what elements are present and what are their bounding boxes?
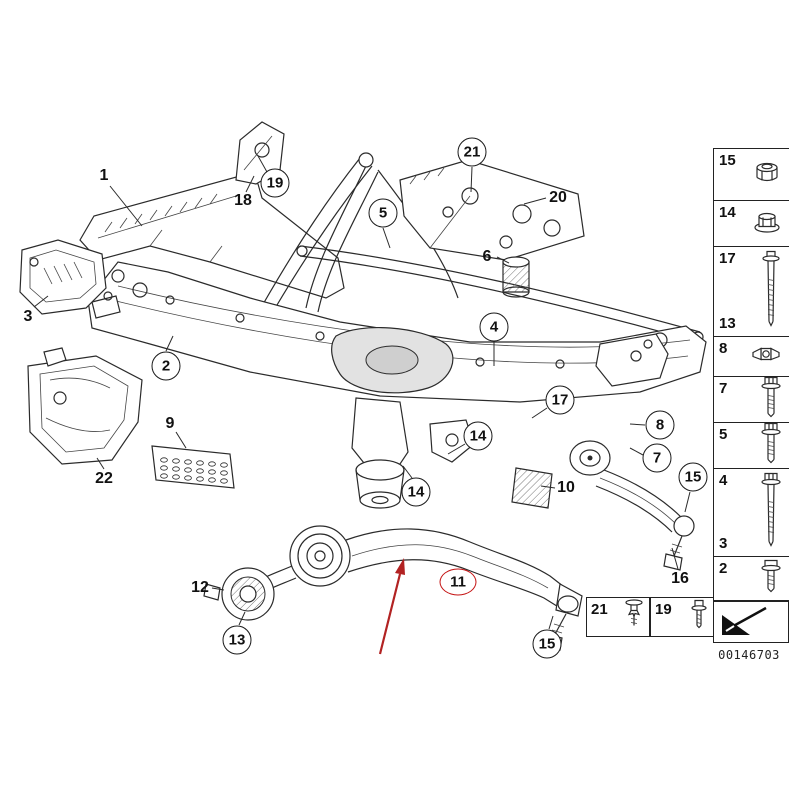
callout-14: 14 bbox=[463, 421, 493, 451]
fastener-number: 2 bbox=[719, 560, 728, 577]
callout-3: 3 bbox=[23, 308, 33, 325]
direction-arrow-icon bbox=[722, 606, 767, 635]
flange-nut-icon bbox=[752, 208, 782, 239]
fastener-number: 17 bbox=[719, 250, 736, 267]
fastener-number: 7 bbox=[719, 380, 728, 397]
fastener-number: 19 bbox=[655, 601, 672, 618]
fastener-row-15: 15 bbox=[714, 149, 789, 201]
hydro-bushing bbox=[203, 567, 275, 621]
axle-carrier bbox=[87, 261, 707, 403]
callout-22: 22 bbox=[95, 470, 113, 487]
center-mount bbox=[351, 397, 475, 509]
callout-10: 10 bbox=[557, 479, 575, 496]
heat-shield bbox=[27, 347, 143, 465]
reinforcement-plate bbox=[399, 159, 585, 261]
flange-bolt-icon bbox=[691, 599, 707, 636]
callout-7: 7 bbox=[642, 443, 672, 473]
callout-15: 15 bbox=[678, 462, 708, 492]
fastener-number: 4 bbox=[719, 472, 728, 489]
ribbed-block bbox=[151, 445, 235, 489]
fastener-table: 15 14 17 13 8 7 bbox=[713, 148, 789, 643]
expansion-rivet-icon bbox=[625, 599, 643, 636]
direction-arrow-box bbox=[714, 601, 789, 643]
callout-21: 21 bbox=[457, 137, 487, 167]
fastener-row-4-3: 4 3 bbox=[714, 469, 789, 557]
fastener-number: 8 bbox=[719, 340, 728, 357]
stop-buffer bbox=[511, 467, 553, 509]
callout-17: 17 bbox=[545, 385, 575, 415]
mount-cylinder bbox=[502, 256, 530, 298]
callout-12: 12 bbox=[191, 579, 209, 596]
cage-clip-icon bbox=[750, 343, 782, 370]
highlight-arrow bbox=[378, 558, 405, 655]
legend-box-21: 21 bbox=[586, 597, 650, 637]
callout-13: 13 bbox=[222, 625, 252, 655]
hex-bolt-icon bbox=[760, 375, 782, 424]
long-torx-bolt-icon bbox=[760, 249, 782, 334]
callout-1: 1 bbox=[99, 167, 109, 184]
callout-9: 9 bbox=[165, 415, 175, 432]
frame-rail bbox=[79, 175, 345, 299]
callout-11-highlighted: 11 bbox=[439, 568, 477, 596]
callout-15b: 15 bbox=[532, 629, 562, 659]
fastener-number: 21 bbox=[591, 601, 608, 618]
fastener-row-14: 14 bbox=[714, 201, 789, 247]
fastener-row-17-13: 17 13 bbox=[714, 247, 789, 337]
callout-20: 20 bbox=[549, 189, 567, 206]
callout-5: 5 bbox=[368, 198, 398, 228]
fastener-row-2: 2 bbox=[714, 557, 789, 601]
callout-14b: 14 bbox=[401, 477, 431, 507]
diagram-code: 00146703 bbox=[718, 648, 780, 662]
short-bolt-icon bbox=[760, 558, 782, 599]
fastener-number: 5 bbox=[719, 426, 728, 443]
callout-19: 19 bbox=[260, 168, 290, 198]
callout-8: 8 bbox=[645, 410, 675, 440]
callout-16: 16 bbox=[671, 570, 689, 587]
callout-4: 4 bbox=[479, 312, 509, 342]
long-bolt-icon bbox=[760, 471, 782, 554]
fastener-number: 14 bbox=[719, 204, 736, 221]
tension-strut bbox=[569, 440, 695, 571]
callout-18: 18 bbox=[234, 192, 252, 209]
fastener-number: 15 bbox=[719, 152, 736, 169]
callout-2: 2 bbox=[151, 351, 181, 381]
fastener-row-5: 5 bbox=[714, 421, 789, 470]
fastener-row-8: 8 bbox=[714, 337, 789, 377]
fastener-number-secondary: 13 bbox=[719, 315, 736, 332]
fastener-row-7: 7 bbox=[714, 375, 789, 424]
leader-lines bbox=[33, 155, 691, 630]
hex-bolt-icon bbox=[760, 421, 782, 470]
left-bracket bbox=[19, 239, 107, 315]
fastener-number-secondary: 3 bbox=[719, 535, 728, 552]
control-arm bbox=[247, 525, 583, 651]
lock-nut-icon bbox=[752, 158, 782, 191]
legend-box-19: 19 bbox=[650, 597, 714, 637]
callout-6: 6 bbox=[482, 248, 492, 265]
